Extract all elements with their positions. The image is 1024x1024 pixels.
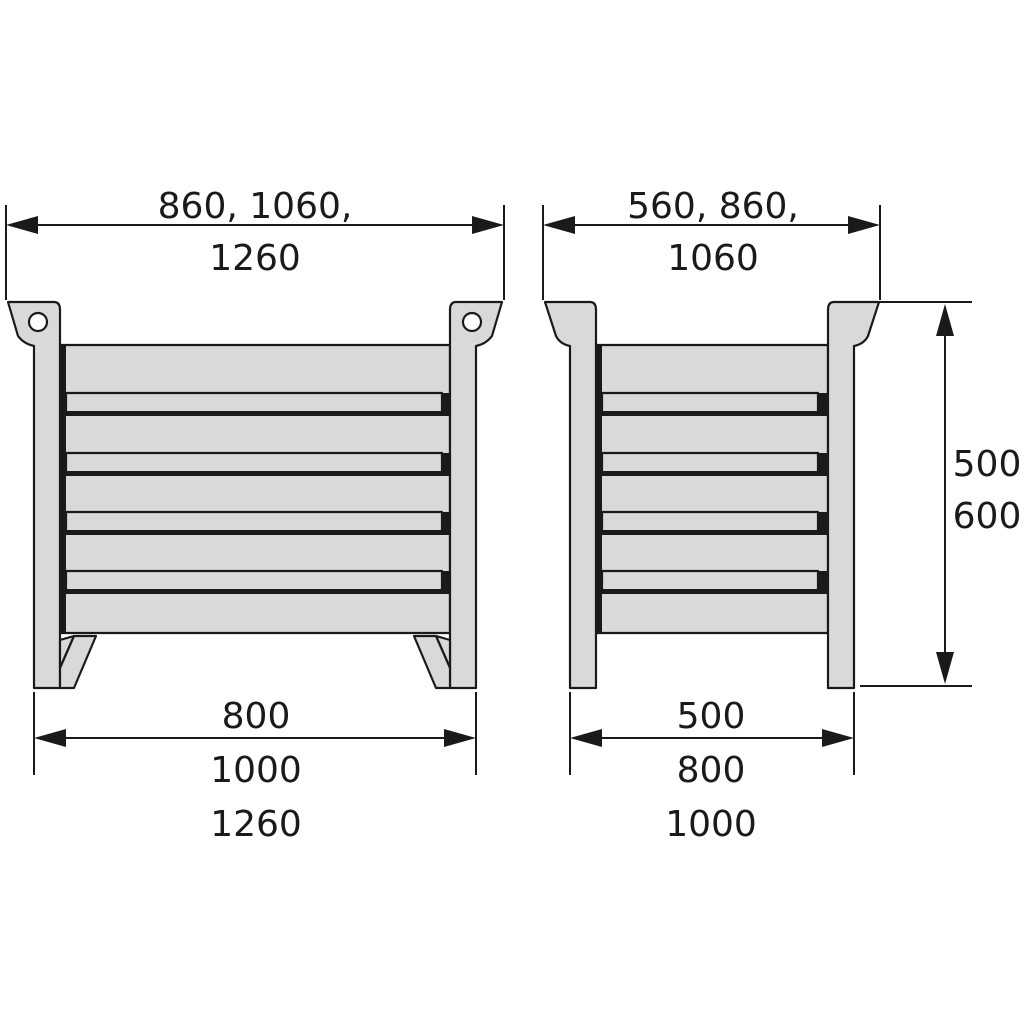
arrow-left-icon	[570, 729, 602, 747]
side-bottom-width-label-1: 500	[677, 696, 746, 737]
front-bottom-width-label-3: 1260	[210, 804, 302, 845]
lifting-eye-icon	[27, 311, 49, 333]
arrow-right-icon	[472, 216, 504, 234]
lifting-eye-icon	[461, 311, 483, 333]
front-right-post	[412, 300, 504, 690]
side-top-dimension: 560, 860, 1060	[542, 186, 881, 300]
side-right-post	[826, 300, 881, 690]
arrow-up-icon	[936, 304, 954, 336]
front-top-dimension: 860, 1060, 1260	[5, 186, 505, 300]
front-top-width-label-2: 1260	[209, 238, 301, 279]
side-view: 560, 860, 1060	[542, 186, 1022, 845]
front-left-post	[6, 300, 98, 690]
side-slat-wall	[594, 343, 830, 635]
arrow-left-icon	[6, 216, 38, 234]
arrow-down-icon	[936, 652, 954, 684]
side-height-dimension: 500 600	[860, 301, 1022, 687]
arrow-right-icon	[848, 216, 880, 234]
front-top-width-label-1: 860, 1060,	[158, 186, 353, 227]
side-height-label-1: 500	[953, 444, 1022, 485]
side-bottom-width-label-3: 1000	[665, 804, 757, 845]
front-view: 860, 1060, 1260	[5, 186, 505, 845]
side-bottom-dimension: 500 800 1000	[569, 692, 855, 845]
side-height-label-2: 600	[953, 496, 1022, 537]
side-bottom-width-label-2: 800	[677, 750, 746, 791]
front-bottom-dimension: 800 1000 1260	[33, 692, 477, 845]
arrow-right-icon	[822, 729, 854, 747]
arrow-left-icon	[543, 216, 575, 234]
arrow-right-icon	[444, 729, 476, 747]
side-top-width-label-2: 1060	[667, 238, 759, 279]
arrow-left-icon	[34, 729, 66, 747]
front-bottom-width-label-1: 800	[222, 696, 291, 737]
front-slat-wall	[58, 343, 452, 635]
front-bottom-width-label-2: 1000	[210, 750, 302, 791]
side-top-width-label-1: 560, 860,	[627, 186, 799, 227]
side-left-post	[543, 300, 598, 690]
